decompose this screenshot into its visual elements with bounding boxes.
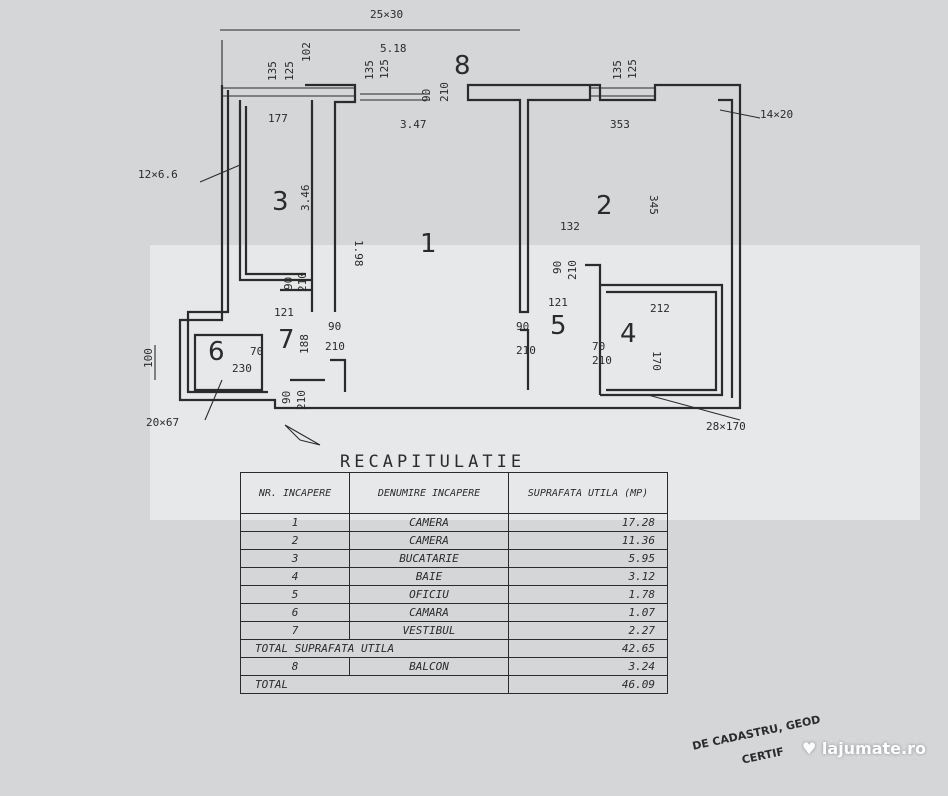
room-number-7: 7 — [278, 325, 295, 355]
total-label: TOTAL — [240, 675, 509, 694]
dim-r5-d90: 90 — [551, 261, 564, 274]
dim-r1-d210: 210 — [325, 340, 345, 353]
row-area: 1.07 — [508, 603, 668, 622]
dim-125a: 125 — [283, 61, 296, 81]
dim-r6-w70: 70 — [250, 345, 263, 358]
dim-r7-width: 121 — [274, 306, 294, 319]
header-area: SUPRAFATA UTILA (MP) — [508, 472, 668, 514]
table-row: 2 CAMERA 11.36 — [240, 531, 668, 550]
dim-135c: 135 — [611, 60, 624, 80]
balcony-nr: 8 — [240, 657, 350, 676]
dim-r3-width: 177 — [268, 112, 288, 125]
room-number-5: 5 — [550, 311, 567, 341]
balcony-row: 8 BALCON 3.24 — [240, 657, 668, 676]
dim-r5b-d210: 210 — [516, 344, 536, 357]
row-nr: 7 — [240, 621, 350, 640]
table-row: 7 VESTIBUL 2.27 — [240, 621, 668, 640]
row-name: VESTIBUL — [349, 621, 509, 640]
dim-125c: 125 — [626, 59, 639, 79]
table-row: 4 BAIE 3.12 — [240, 567, 668, 586]
recap-table: NR. INCAPERE DENUMIRE INCAPERE SUPRAFATA… — [240, 472, 668, 694]
lajumate-logo[interactable]: ♥ lajumate.ro — [802, 739, 926, 758]
dim-518: 5.18 — [380, 42, 407, 55]
logo-text: lajumate.ro — [821, 739, 926, 758]
dim-win-14x20: 14×20 — [760, 108, 793, 121]
row-name: CAMERA — [349, 531, 509, 550]
dim-win-20x67: 20×67 — [146, 416, 179, 429]
row-name: CAMERA — [349, 513, 509, 532]
table-row: 3 BUCATARIE 5.95 — [240, 549, 668, 568]
dim-102: 102 — [300, 42, 313, 62]
row-name: CAMARA — [349, 603, 509, 622]
row-nr: 4 — [240, 567, 350, 586]
room-number-2: 2 — [596, 191, 613, 221]
dim-r7-d90: 90 — [282, 277, 295, 290]
row-nr: 2 — [240, 531, 350, 550]
dim-win-28x170: 28×170 — [706, 420, 746, 433]
row-area: 2.27 — [508, 621, 668, 640]
row-nr: 5 — [240, 585, 350, 604]
room-number-8: 8 — [454, 51, 471, 81]
row-area: 3.12 — [508, 567, 668, 586]
recap-title: RECAPITULATIE — [340, 452, 526, 472]
dim-r6-h100: 100 — [142, 348, 155, 368]
room-number-1: 1 — [420, 229, 437, 259]
dim-135a: 135 — [266, 61, 279, 81]
room-number-4: 4 — [620, 319, 637, 349]
dim-r4-d70: 70 — [592, 340, 605, 353]
room-number-3: 3 — [272, 187, 289, 217]
dim-r4-height: 170 — [650, 351, 663, 371]
header-nr: NR. INCAPERE — [240, 472, 350, 514]
row-area: 1.78 — [508, 585, 668, 604]
row-name: OFICIU — [349, 585, 509, 604]
dim-r1-d90: 90 — [328, 320, 341, 333]
total-value: 46.09 — [508, 675, 668, 694]
dim-135b: 135 — [363, 60, 376, 80]
header-name: DENUMIRE INCAPERE — [349, 472, 509, 514]
dim-top-overall: 25×30 — [370, 8, 403, 21]
dim-r7-height: 188 — [298, 334, 311, 354]
room-number-6: 6 — [208, 337, 225, 367]
total-useful-row: TOTAL SUPRAFATA UTILA 42.65 — [240, 639, 668, 658]
total-useful-label: TOTAL SUPRAFATA UTILA — [240, 639, 509, 658]
dim-r4-width: 212 — [650, 302, 670, 315]
row-nr: 3 — [240, 549, 350, 568]
dim-r5-width: 121 — [548, 296, 568, 309]
walls — [154, 29, 761, 446]
row-name: BAIE — [349, 567, 509, 586]
table-row: 1 CAMERA 17.28 — [240, 513, 668, 532]
dim-r3-height: 3.46 — [299, 185, 312, 212]
dim-r2-width: 353 — [610, 118, 630, 131]
row-area: 11.36 — [508, 531, 668, 550]
dim-r5b-d90: 90 — [516, 320, 529, 333]
table-row: 5 OFICIU 1.78 — [240, 585, 668, 604]
total-useful-value: 42.65 — [508, 639, 668, 658]
heart-icon: ♥ — [801, 739, 822, 758]
dim-r6-w230: 230 — [232, 362, 252, 375]
row-name: BUCATARIE — [349, 549, 509, 568]
dim-r2-height: 345 — [647, 195, 660, 215]
dim-win-12x66: 12×6.6 — [138, 168, 178, 181]
dim-r7-d90b: 90 — [280, 391, 293, 404]
dim-r1-height: 1.98 — [352, 240, 365, 267]
balcony-area: 3.24 — [508, 657, 668, 676]
total-row: TOTAL 46.09 — [240, 675, 668, 694]
dim-125b: 125 — [378, 59, 391, 79]
dim-210a: 210 — [438, 82, 451, 102]
dim-r2-inner: 132 — [560, 220, 580, 233]
table-row: 6 CAMARA 1.07 — [240, 603, 668, 622]
dim-r7-d210: 210 — [296, 272, 309, 292]
dim-r4-d210: 210 — [592, 354, 612, 367]
balcony-name: BALCON — [349, 657, 509, 676]
dim-r7-d210b: 210 — [295, 390, 308, 410]
row-area: 5.95 — [508, 549, 668, 568]
dim-r5-d210: 210 — [566, 260, 579, 280]
row-area: 17.28 — [508, 513, 668, 532]
dim-r1-width: 3.47 — [400, 118, 427, 131]
row-nr: 1 — [240, 513, 350, 532]
row-nr: 6 — [240, 603, 350, 622]
dim-90: 90 — [420, 89, 433, 102]
